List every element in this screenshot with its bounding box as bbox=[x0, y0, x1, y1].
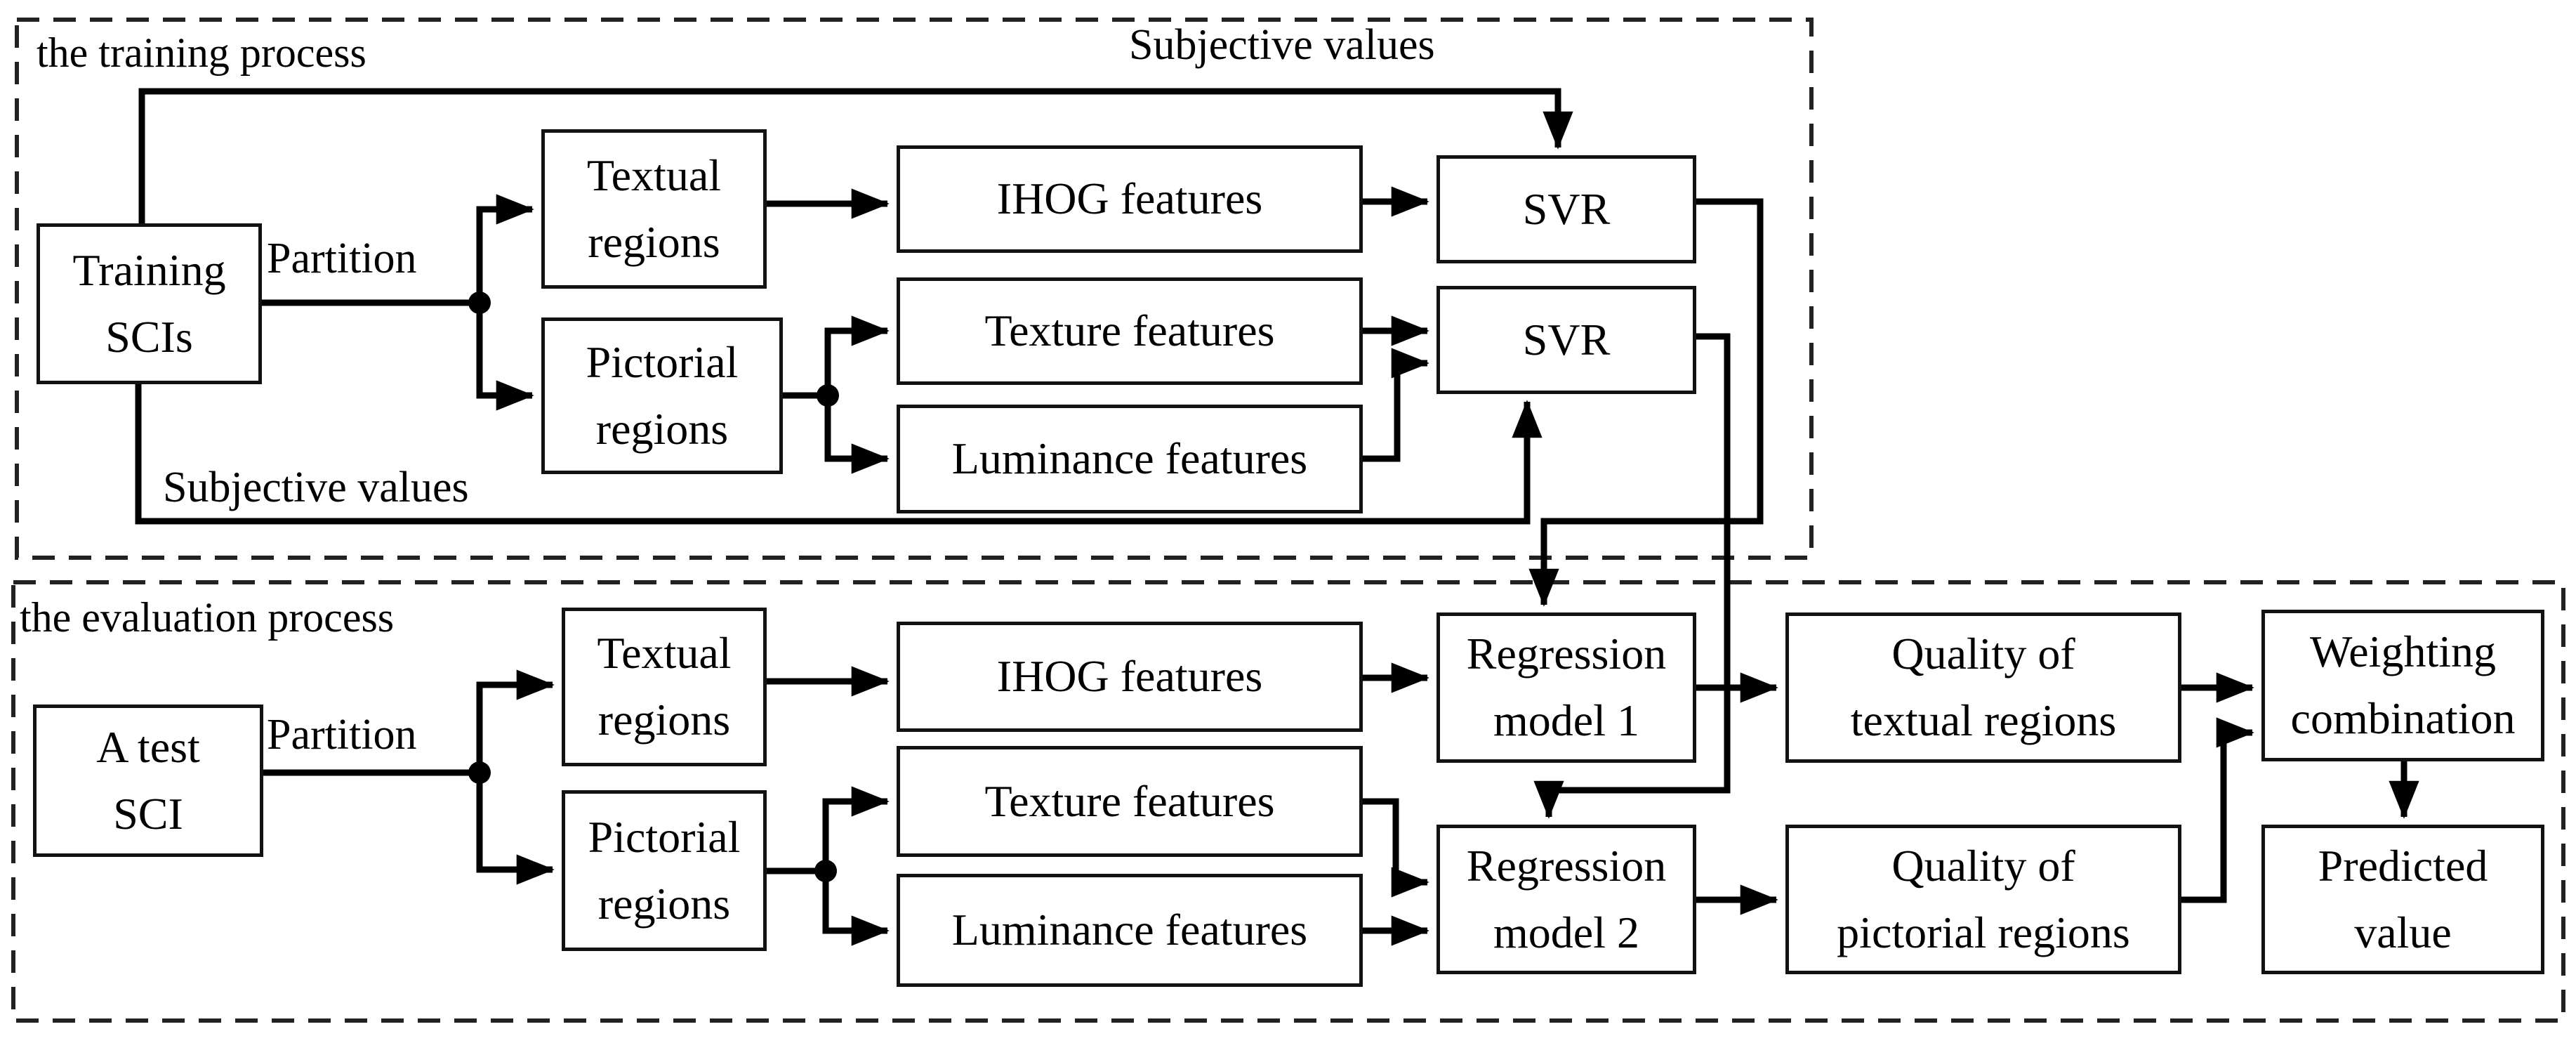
edge-pictorial-texture-training bbox=[824, 315, 890, 395]
junction-pictorial-training bbox=[817, 384, 839, 407]
node-svr-pictorial: SVR bbox=[1436, 286, 1696, 394]
node-weighting-combination: Weighting combination bbox=[2261, 610, 2544, 761]
training-section-title: the training process bbox=[37, 30, 366, 76]
partition-training-label: Partition bbox=[267, 235, 417, 282]
edge-partition-evaluation-up bbox=[476, 669, 555, 773]
node-texture-features-training: Texture features bbox=[897, 277, 1363, 385]
edge-partition-training-up bbox=[476, 194, 534, 303]
junction-pictorial-evaluation bbox=[814, 860, 837, 882]
node-quality-pictorial-regions: Quality of pictorial regions bbox=[1785, 825, 2181, 974]
evaluation-section-title: the evaluation process bbox=[20, 594, 395, 641]
edge-group bbox=[135, 88, 2419, 946]
junction-partition-training bbox=[468, 291, 491, 314]
node-pictorial-regions-evaluation: Pictorial regions bbox=[562, 790, 767, 951]
training-region-border bbox=[15, 18, 1814, 560]
edge-subjective-bottom bbox=[135, 384, 1543, 525]
edge-subjective-top bbox=[138, 88, 1573, 223]
edge-quality-pictorial-weighting bbox=[2181, 717, 2254, 903]
node-ihog-features-evaluation: IHOG features bbox=[897, 622, 1363, 732]
subjective-values-top-label: Subjective values bbox=[1129, 21, 1435, 69]
junction-dots bbox=[468, 291, 839, 882]
node-pictorial-regions-training: Pictorial regions bbox=[541, 317, 783, 474]
edge-pictorial-texture-evaluation bbox=[822, 786, 890, 871]
node-quality-textual-regions: Quality of textual regions bbox=[1785, 612, 2181, 763]
edge-svr2-regression2 bbox=[1533, 333, 1731, 819]
edge-luminance-svr2 bbox=[1363, 348, 1429, 462]
node-training-scis: Training SCIs bbox=[37, 223, 262, 384]
edge-partition-training-down bbox=[476, 303, 534, 411]
edge-pictorial-luminance-training bbox=[824, 395, 890, 474]
node-a-test-sci: A test SCI bbox=[33, 705, 263, 857]
subjective-values-bottom-label: Subjective values bbox=[163, 464, 469, 511]
node-svr-textual: SVR bbox=[1436, 155, 1696, 263]
partition-evaluation-label: Partition bbox=[267, 711, 417, 759]
edge-partition-evaluation-down bbox=[476, 773, 555, 885]
node-textual-regions-evaluation: Textual regions bbox=[562, 608, 767, 766]
edge-pictorial-luminance-evaluation bbox=[822, 871, 890, 946]
edge-svr1-regression1 bbox=[1528, 198, 1764, 607]
node-ihog-features-training: IHOG features bbox=[897, 145, 1363, 253]
node-luminance-features-training: Luminance features bbox=[897, 405, 1363, 513]
node-regression-model-2: Regression model 2 bbox=[1436, 825, 1696, 974]
node-texture-features-evaluation: Texture features bbox=[897, 746, 1363, 857]
junction-partition-evaluation bbox=[468, 761, 491, 784]
node-luminance-features-evaluation: Luminance features bbox=[897, 874, 1363, 987]
edge-texture-regression2 bbox=[1363, 798, 1429, 898]
node-textual-regions-training: Textual regions bbox=[541, 129, 767, 289]
node-regression-model-1: Regression model 1 bbox=[1436, 612, 1696, 763]
node-predicted-value: Predicted value bbox=[2261, 825, 2544, 974]
